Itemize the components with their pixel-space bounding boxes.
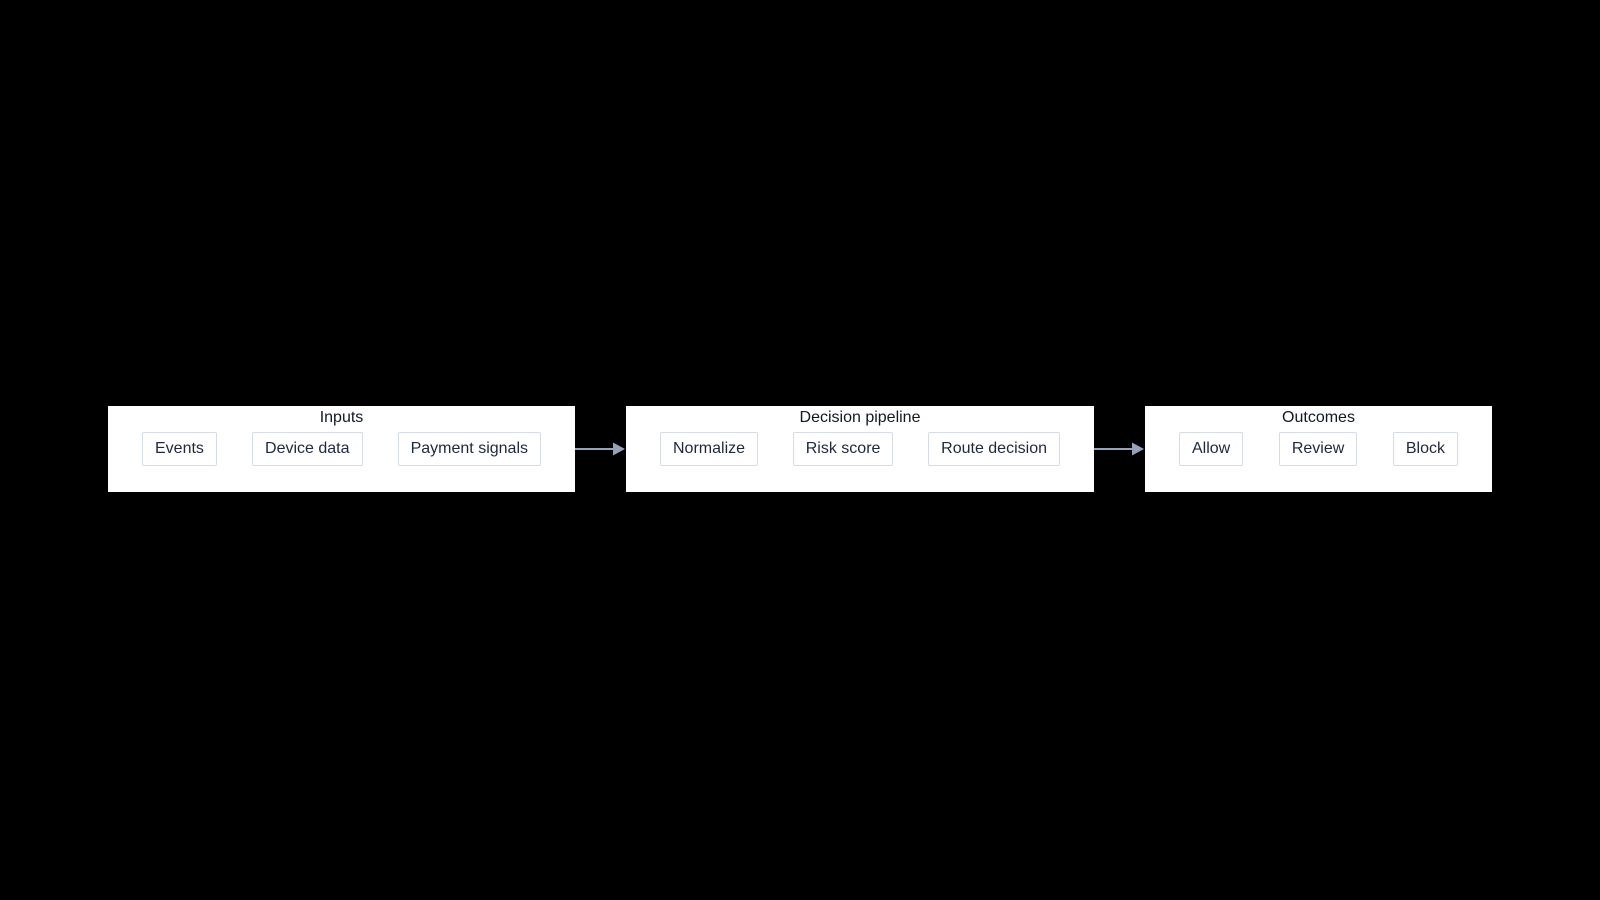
node-block: Block <box>1392 432 1458 466</box>
node-route-decision: Route decision <box>928 432 1060 466</box>
outcomes-node-row: Allow Review Block <box>1145 432 1492 466</box>
arrow-inputs-to-pipeline-icon <box>575 442 625 456</box>
node-review: Review <box>1278 432 1358 466</box>
pipeline-node-row: Normalize Risk score Route decision <box>626 432 1094 466</box>
group-title-decision-pipeline: Decision pipeline <box>799 409 921 426</box>
node-allow: Allow <box>1179 432 1244 466</box>
inputs-node-row: Events Device data Payment signals <box>108 432 575 466</box>
node-events: Events <box>142 432 217 466</box>
node-device-data: Device data <box>252 432 363 466</box>
group-outcomes: Outcomes Allow Review Block <box>1145 406 1492 492</box>
group-inputs: Inputs Events Device data Payment signal… <box>108 406 575 492</box>
node-payment-signals: Payment signals <box>397 432 541 466</box>
arrow-pipeline-to-outcomes-icon <box>1094 442 1144 456</box>
node-normalize: Normalize <box>660 432 759 466</box>
node-risk-score: Risk score <box>792 432 894 466</box>
group-title-outcomes: Outcomes <box>1282 409 1355 426</box>
group-decision-pipeline: Decision pipeline Normalize Risk score R… <box>626 406 1094 492</box>
group-title-inputs: Inputs <box>319 409 364 426</box>
